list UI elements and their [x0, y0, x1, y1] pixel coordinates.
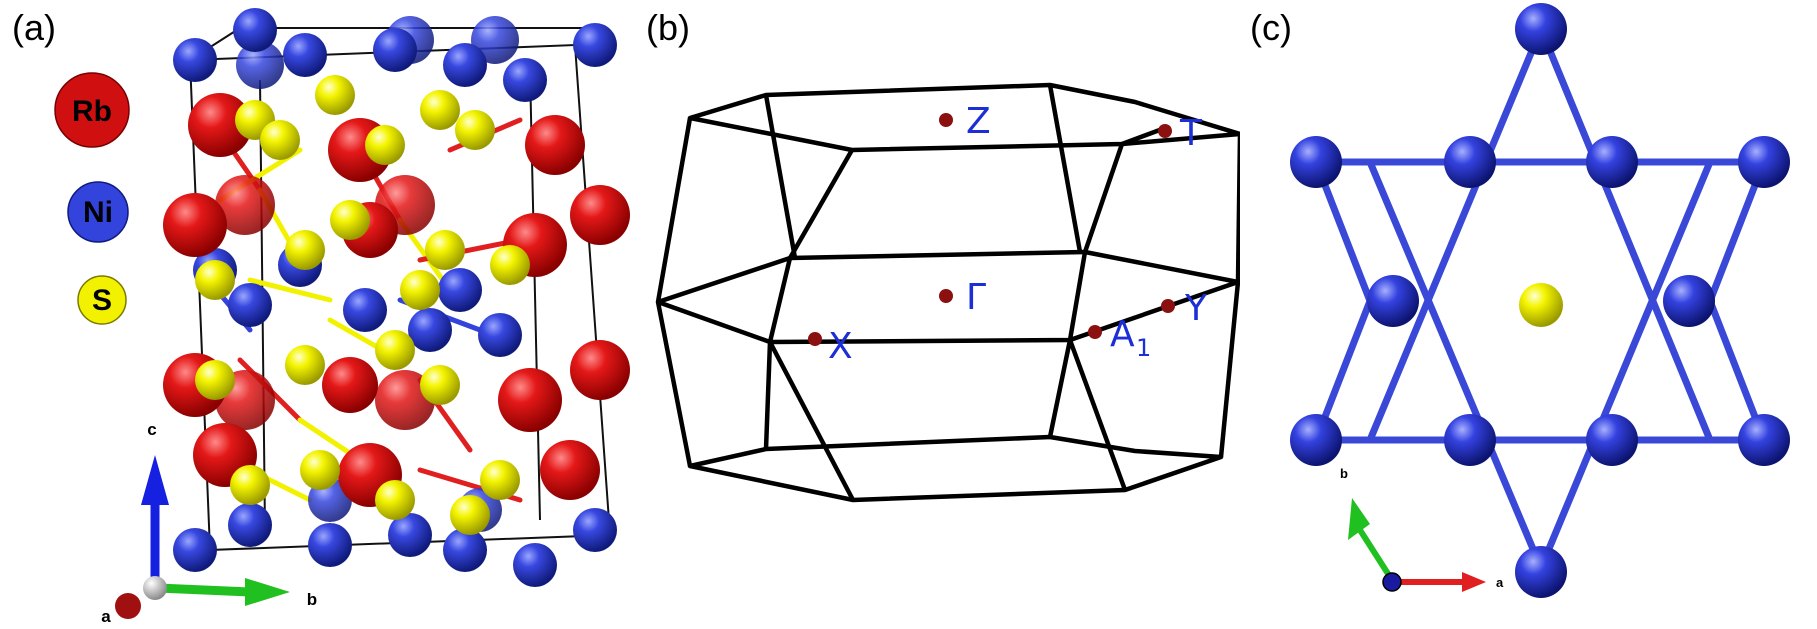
k-point-a1: A 1 — [1088, 314, 1151, 362]
axis-label-c: c — [147, 420, 156, 439]
axis-triad-c: b a — [1340, 466, 1504, 592]
k-point-y: Y — [1161, 288, 1208, 329]
panel-b-label: (b) — [646, 7, 690, 48]
legend-item-s: S — [77, 275, 127, 325]
legend-label-ni: Ni — [83, 196, 113, 229]
panel-c-label: (c) — [1250, 7, 1292, 48]
ni-atoms — [173, 8, 617, 587]
k-point-z: Z — [939, 101, 991, 142]
k-point-t-label: T — [1179, 113, 1203, 154]
k-point-t: T — [1158, 113, 1203, 154]
panel-a-crystal-structure: (a) Rb Ni S — [0, 0, 640, 629]
axis-label-c-a: a — [1496, 575, 1504, 590]
k-point-y-label: Y — [1184, 288, 1208, 329]
legend-label-rb: Rb — [72, 95, 112, 128]
crystal-structure-svg: (a) Rb Ni S — [12, 7, 630, 626]
k-point-gamma: Γ — [939, 277, 986, 318]
legend-item-ni: Ni — [67, 181, 129, 243]
s-atoms — [195, 75, 530, 535]
k-point-x: X — [808, 326, 853, 367]
k-points: Z T Γ X A 1 Y — [808, 101, 1208, 367]
k-point-z-label: Z — [966, 101, 991, 142]
axis-label-b: b — [307, 590, 317, 609]
kagome-lattice-svg: (c) b a — [1250, 3, 1790, 598]
brillouin-zone-svg: (b) Z T Γ — [646, 7, 1240, 503]
legend-label-s: S — [92, 284, 112, 317]
k-point-a1-subscript: 1 — [1136, 334, 1151, 362]
panel-a-label: (a) — [12, 7, 56, 48]
axis-label-a: a — [101, 607, 111, 626]
axis-label-c-b: b — [1340, 466, 1348, 481]
brillouin-zone-edges — [655, 82, 1240, 503]
panel-c-kagome-lattice: (c) b a — [1240, 0, 1817, 629]
panel-b-brillouin-zone: (b) Z T Γ — [640, 0, 1240, 629]
legend: Rb Ni S — [54, 72, 130, 325]
ni-atoms-kagome — [1290, 3, 1790, 598]
k-point-a1-label: A — [1110, 314, 1135, 355]
s-atom-center — [1519, 283, 1563, 327]
axis-triad-a: c b a — [101, 420, 317, 626]
legend-item-rb: Rb — [54, 72, 130, 148]
k-point-gamma-label: Γ — [966, 277, 986, 318]
k-point-x-label: X — [828, 326, 853, 367]
